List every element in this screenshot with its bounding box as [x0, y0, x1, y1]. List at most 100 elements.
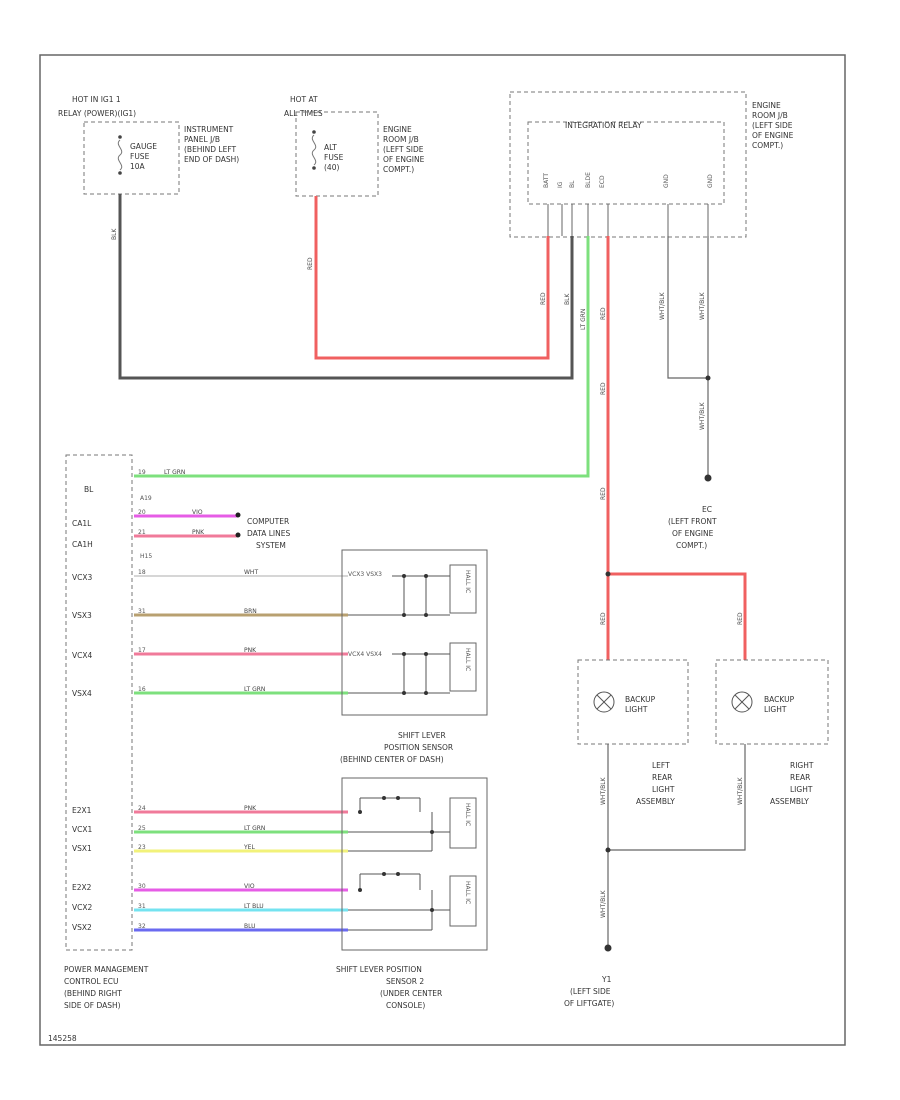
top-wires: BLK RED RED BLK LT GRN RED RED RED WHT/B… — [111, 194, 717, 574]
fuse-mid-time-label: ALL TIMES — [284, 109, 323, 118]
left-assembly-2: REAR — [652, 773, 672, 782]
fuse-left-word: FUSE — [130, 152, 150, 161]
backup-light-circuit: RED RED BACKUP LIGHT LEFT REAR LIGHT ASS… — [564, 571, 829, 1008]
sensor2-title-3: (UNDER CENTER — [380, 989, 442, 998]
ecu-pin-bl: BL — [84, 485, 94, 494]
shift-lever-position-sensor: HALL IC HALL IC VCX3 VSX3 VCX4 VSX4 SHIF… — [340, 549, 488, 764]
ecu-wire-label-ca1l: VIO — [192, 509, 203, 516]
ecu-wire-label-vcx4: PNK — [244, 647, 257, 654]
left-backup-light-box — [577, 659, 689, 745]
sensor1-hall-label-a: HALL IC — [464, 570, 471, 593]
ecu-wire-label-vsx1: YEL — [243, 844, 255, 851]
fuse-mid-rating: (40) — [324, 163, 339, 172]
ecu-wire-pin-ca1h: 21 — [138, 529, 146, 536]
fuse-mid-loc-3: (LEFT SIDE — [383, 145, 424, 154]
fuse-mid-loc-5: COMPT.) — [383, 165, 414, 174]
left-light-name-2: LIGHT — [625, 705, 648, 714]
ecu-wire-pin-vsx1: 23 — [138, 844, 146, 851]
relay-box — [527, 121, 725, 205]
wire-ltgrn-bl — [134, 236, 590, 478]
relay-pin-ecd: ECD — [599, 175, 606, 188]
left-assembly-3: LIGHT — [652, 785, 675, 794]
ecu-wire-pin-bl: 19 — [138, 469, 146, 476]
ecu-title-2: CONTROL ECU — [64, 977, 118, 986]
relay-loc-5: COMPT.) — [752, 141, 783, 150]
ecu-wire-pin-vcx2: 31 — [138, 903, 146, 910]
right-light-name-2: LIGHT — [764, 705, 787, 714]
computer-data-3: SYSTEM — [256, 541, 286, 550]
computer-data-1: COMPUTER — [247, 517, 289, 526]
ecu-wire-label-vsx2: BLU — [244, 923, 256, 930]
ground-y1-symbol — [604, 944, 612, 952]
ecu-wire-pin-vcx1: 25 — [138, 825, 146, 832]
ecu-pin-vcx1: VCX1 — [72, 825, 93, 834]
wire-label-wht-blk-left: WHT/BLK — [600, 776, 607, 805]
ecu-wire-pin-e2x1: 24 — [138, 805, 146, 812]
ecu-wire-pin-vcx3: 18 — [138, 569, 146, 576]
ecu-wire-pin-vsx4: 16 — [138, 686, 146, 693]
ground-y1-loc-2: OF LIFTGATE) — [564, 999, 614, 1008]
fuse-mid-word: FUSE — [324, 153, 344, 162]
ecu-wire-label-vcx2: LT BLU — [244, 903, 264, 910]
ecu-pin-ca1l: CA1L — [72, 519, 92, 528]
ecu-wire-label-vsx4: LT GRN — [244, 686, 265, 693]
fuse-left-loc-3: (BEHIND LEFT — [184, 145, 237, 154]
sensor1-hall-ic-a — [449, 564, 477, 614]
left-assembly-4: ASSEMBLY — [636, 797, 675, 806]
right-assembly-3: LIGHT — [790, 785, 813, 794]
wire-label-wht-blk-gnd: WHT/BLK — [699, 401, 706, 430]
sensor2-hall-ic-b — [449, 875, 477, 927]
relay-jb-box — [509, 91, 747, 238]
relay-pin-batt: BATT — [543, 173, 550, 188]
relay-title: INTEGRATION RELAY — [565, 121, 642, 130]
ecu-wire-pin-ca1l: 20 — [138, 509, 146, 516]
relay-pin-bl: BL — [569, 180, 576, 188]
right-assembly-2: REAR — [790, 773, 810, 782]
ecu-wire-label-e2x2: VIO — [244, 883, 255, 890]
wire-blk-main — [118, 194, 574, 380]
fuse-mid-box — [295, 111, 379, 197]
sensor2-hall-label-a: HALL IC — [464, 803, 471, 826]
ground-ec-loc-2: OF ENGINE — [672, 529, 714, 538]
fuse-left-rating: 10A — [130, 162, 146, 171]
ground-ec-symbol — [704, 474, 712, 482]
diagram-id: 145258 — [48, 1034, 77, 1043]
wire-label-blk-left: BLK — [111, 228, 118, 240]
sensor1-box — [341, 549, 488, 716]
fuse-left-box — [83, 121, 180, 195]
wire-label-red-fuse: RED — [307, 257, 314, 270]
fuse-left-loc-4: END OF DASH) — [184, 155, 239, 164]
ecu-wire-label-ca1h: PNK — [192, 529, 205, 536]
relay-loc-2: ROOM J/B — [752, 111, 788, 120]
sensor2-hall-ic-a — [449, 797, 477, 849]
fuse-left-symbol — [117, 139, 123, 171]
sensor2-title-2: SENSOR 2 — [386, 977, 424, 986]
diagram-border — [39, 54, 846, 1046]
ecu-wire-label-vsx3: BRN — [244, 608, 257, 615]
relay-pin-gnd2: GND — [707, 174, 714, 188]
ecu-wire-pin-vcx4: 17 — [138, 647, 146, 654]
sensor1-hall-label-b: HALL IC — [464, 648, 471, 671]
ecu-wire-pin-vsx3: 31 — [138, 608, 146, 615]
ecu-wire-label-vcx3: WHT — [244, 569, 258, 576]
relay-loc-4: OF ENGINE — [752, 131, 794, 140]
right-assembly-1: RIGHT — [790, 761, 814, 770]
wire-label-red-relay: RED — [540, 292, 547, 305]
ground-y1-loc-1: (LEFT SIDE — [570, 987, 611, 996]
right-backup-bulb-icon — [731, 691, 753, 713]
sensor2-hall-label-b: HALL IC — [464, 881, 471, 904]
relay-loc-1: ENGINE — [752, 101, 781, 110]
fuse-left-hot-label: HOT IN IG1 1 — [72, 95, 121, 104]
ecu-pin-vsx1: VSX1 — [72, 844, 92, 853]
ecu-box — [65, 454, 133, 951]
ecu-pin-vsx2: VSX2 — [72, 923, 92, 932]
ground-ec-loc-3: COMPT.) — [676, 541, 707, 550]
ecu-title-3: (BEHIND RIGHT — [64, 989, 122, 998]
ecu-pin-e2x1: E2X1 — [72, 806, 92, 815]
ecu-wire-label-e2x1: PNK — [244, 805, 257, 812]
relay-pin-blde: BLDE — [585, 172, 592, 188]
fuse-box-left: HOT IN IG1 1 RELAY (POWER)(IG1) GAUGE FU… — [58, 95, 239, 195]
sensor1-sub-a: VCX3 VSX3 — [348, 571, 382, 578]
shift-lever-position-sensor-2: HALL IC HALL IC SHIFT LEVER POSITION SEN… — [336, 777, 488, 1010]
left-assembly-1: LEFT — [652, 761, 670, 770]
